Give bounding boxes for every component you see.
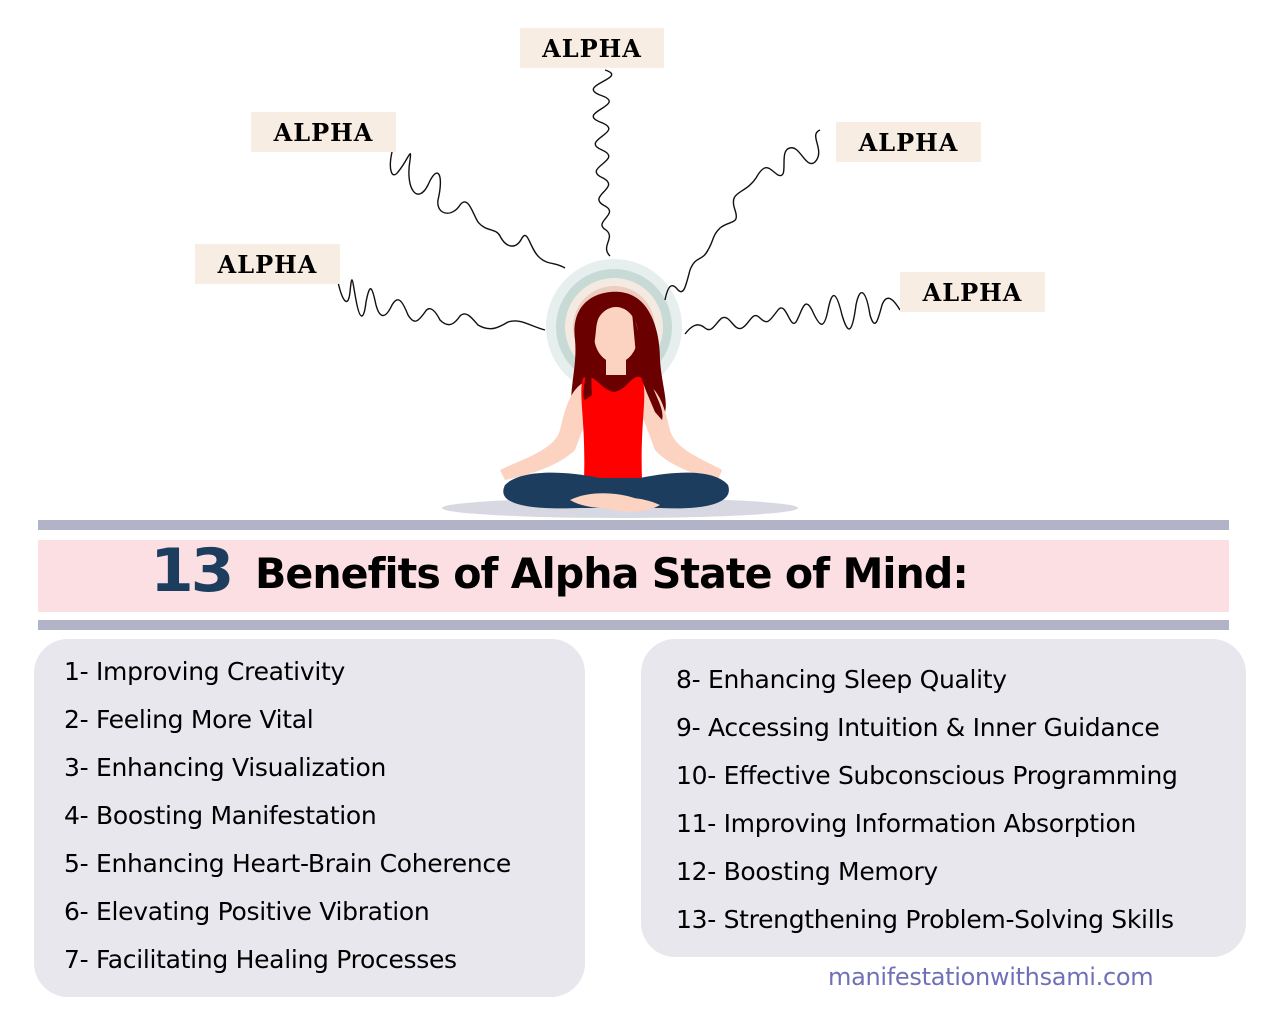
alpha-label-lower-right: ALPHA (900, 272, 1045, 312)
list-item: 1- Improving Creativity (64, 657, 345, 686)
list-item: 10- Effective Subconscious Programming (676, 761, 1178, 790)
list-item: 5- Enhancing Heart-Brain Coherence (64, 849, 511, 878)
alpha-label-upper-left: ALPHA (251, 112, 396, 152)
list-item: 4- Boosting Manifestation (64, 801, 377, 830)
benefits-panel-left (34, 639, 585, 997)
list-item: 11- Improving Information Absorption (676, 809, 1136, 838)
divider-top (38, 520, 1229, 530)
title-number: 13 (150, 536, 235, 606)
meditation-illustration (337, 69, 901, 518)
title-band (38, 540, 1229, 612)
divider-bottom (38, 620, 1229, 630)
benefits-panel-right (641, 639, 1246, 957)
list-item: 9- Accessing Intuition & Inner Guidance (676, 713, 1160, 742)
list-item: 13- Strengthening Problem-Solving Skills (676, 905, 1174, 934)
list-item: 8- Enhancing Sleep Quality (676, 665, 1007, 694)
list-item: 3- Enhancing Visualization (64, 753, 386, 782)
alpha-label-top: ALPHA (520, 28, 664, 68)
list-item: 2- Feeling More Vital (64, 705, 314, 734)
website-link[interactable]: manifestationwithsami.com (828, 963, 1154, 991)
list-item: 6- Elevating Positive Vibration (64, 897, 430, 926)
list-item: 7- Facilitating Healing Processes (64, 945, 457, 974)
list-item: 12- Boosting Memory (676, 857, 938, 886)
page-title: Benefits of Alpha State of Mind: (255, 549, 969, 598)
alpha-label-lower-left: ALPHA (195, 244, 340, 284)
alpha-waves-icon (337, 69, 901, 335)
alpha-label-upper-right: ALPHA (836, 122, 981, 162)
